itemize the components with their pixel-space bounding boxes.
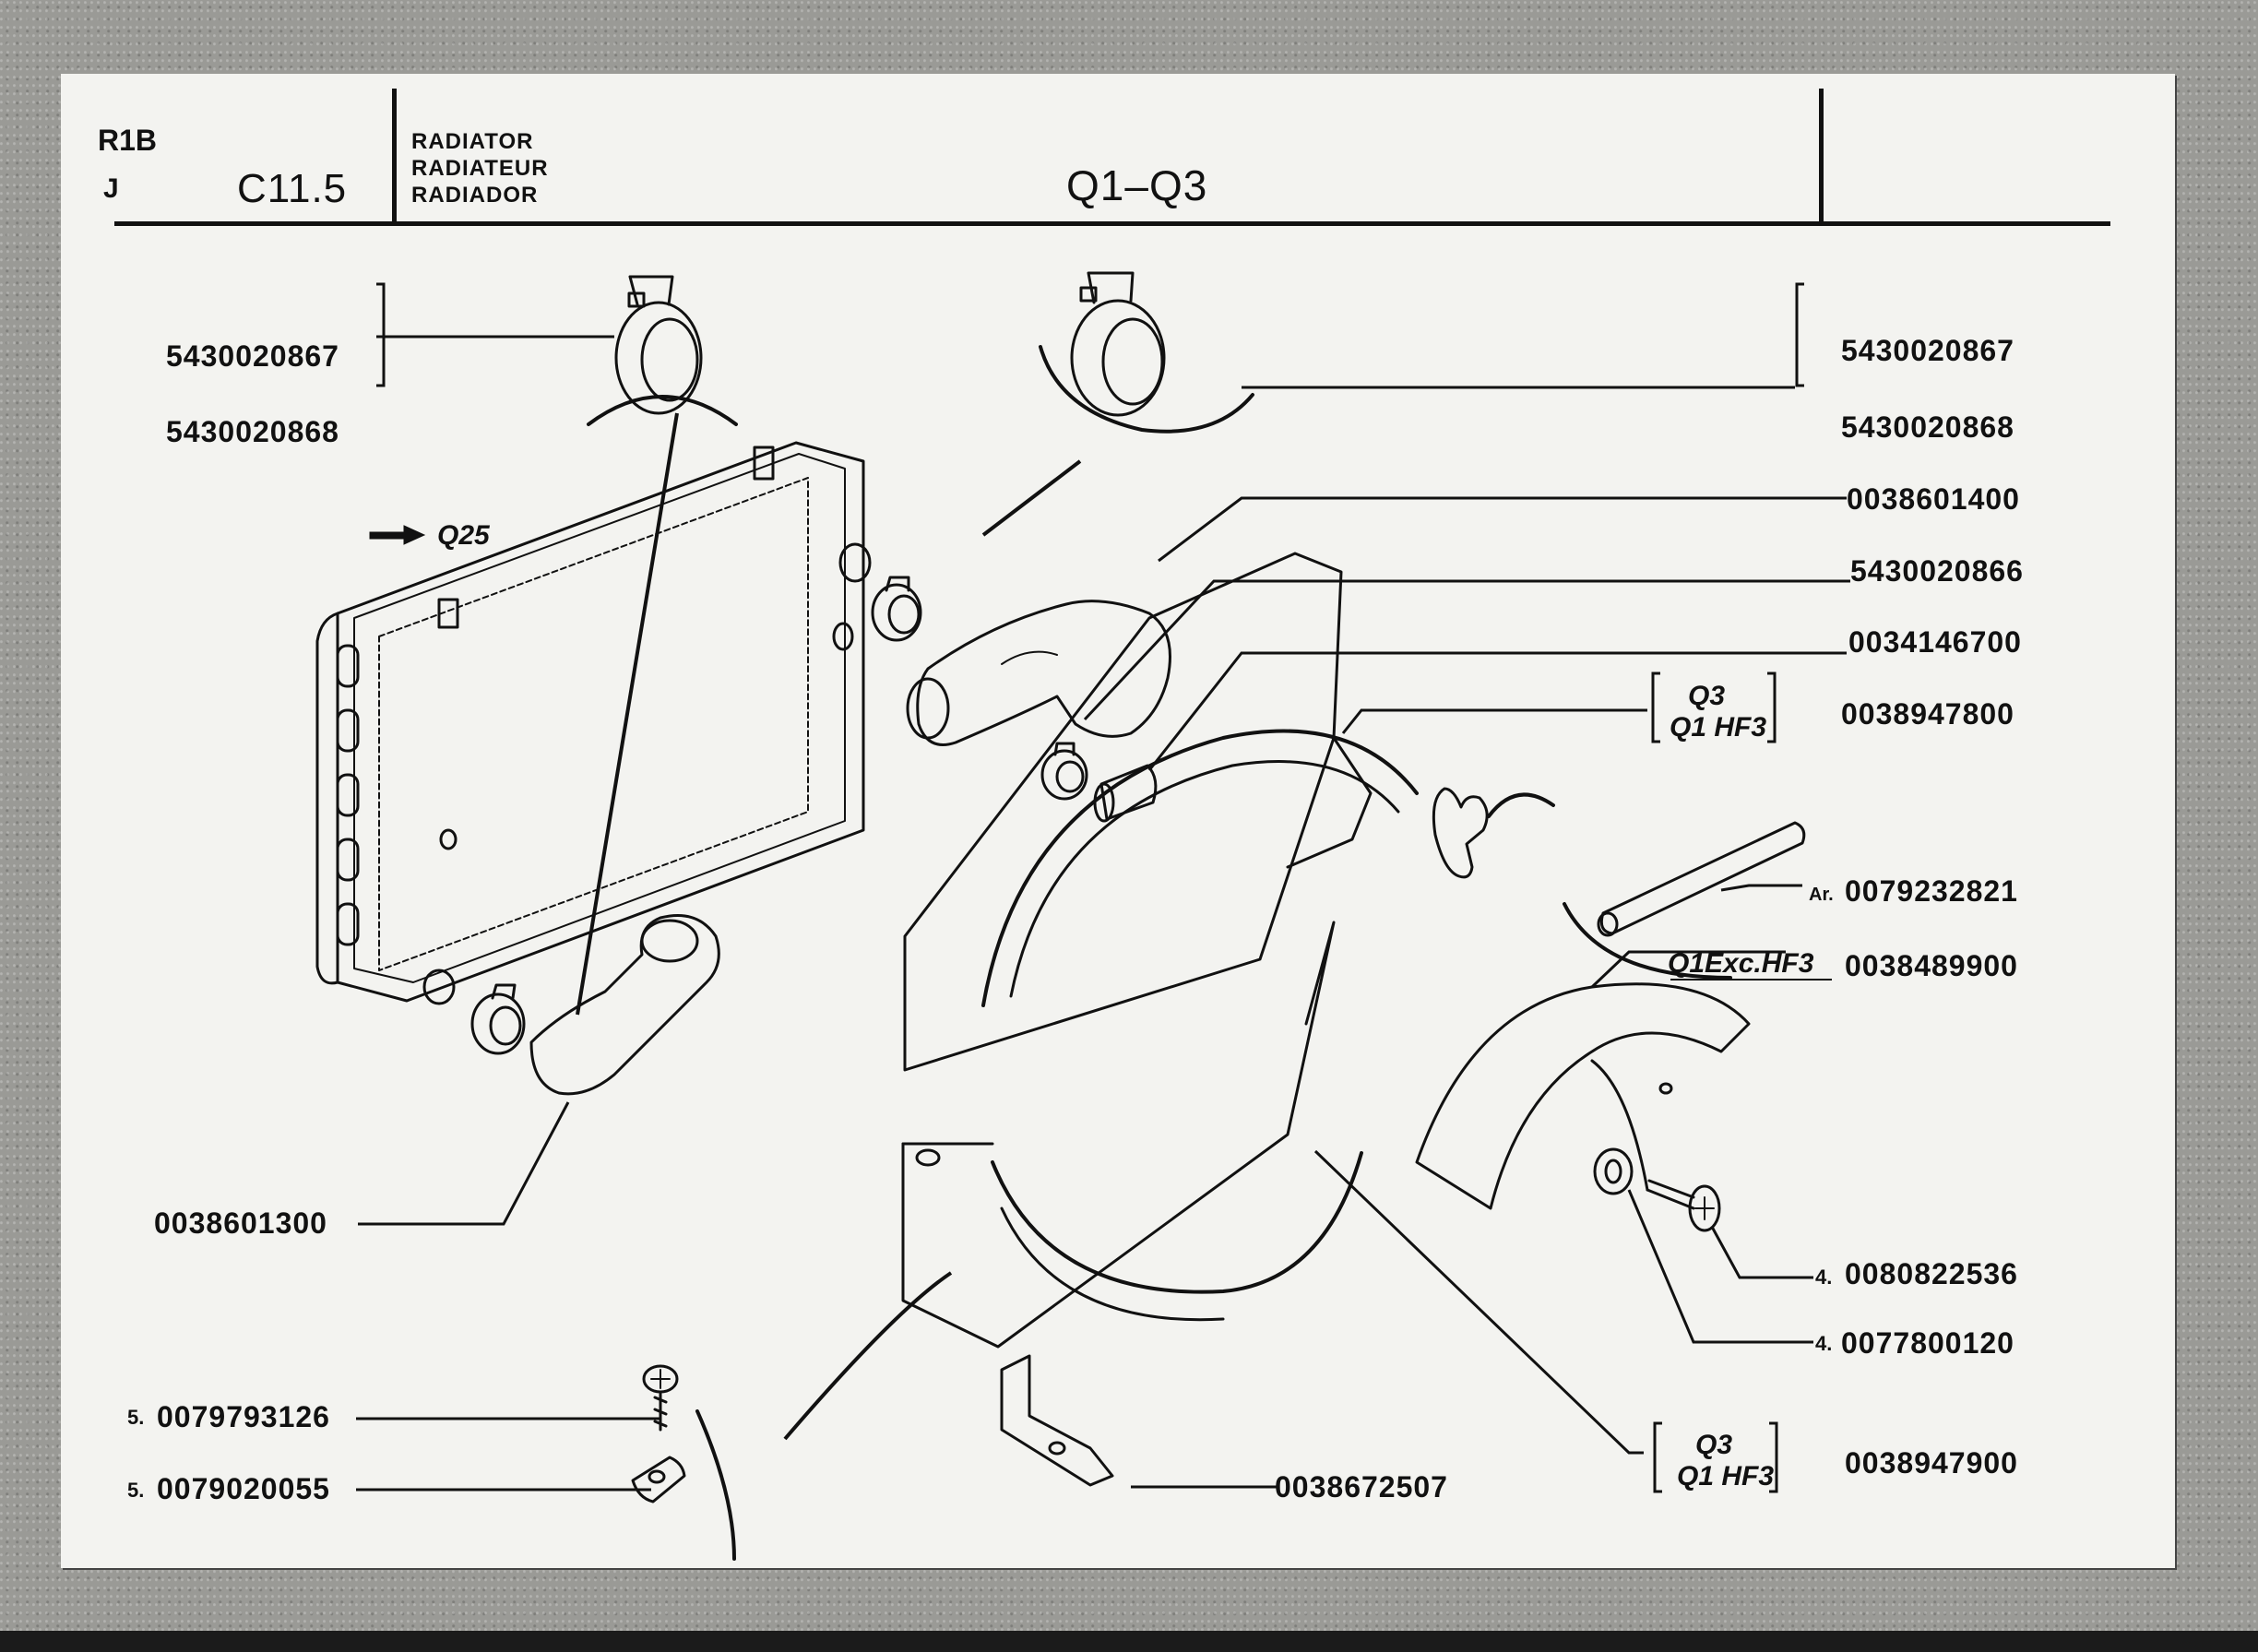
section-number: C11.5 [237, 166, 348, 211]
part-number: 0038601400 [1847, 482, 2020, 516]
reference-label: Q25 [437, 520, 490, 551]
hose-clamp-upper-left [587, 275, 738, 426]
part-number: 0038489900 [1845, 949, 2018, 982]
washer [1593, 1147, 1634, 1195]
applicability-line: Q1 HF3 [1677, 1461, 1775, 1492]
exploded-view-drawing [315, 271, 1850, 1561]
applicability-bracket-left-2 [1653, 1421, 1662, 1493]
lower-radiator-hose [529, 914, 720, 1096]
quantity: 5. [127, 1406, 145, 1429]
hose-clamp-small-upper [871, 576, 922, 642]
fan-shroud-upper [903, 552, 1419, 1072]
leader-5430020866 [1083, 579, 1850, 721]
part-number: 0038601300 [154, 1206, 327, 1240]
group-code: Q1–Q3 [1066, 161, 1208, 209]
leader-screw-shroud [783, 1271, 953, 1441]
hose-clamp-upper-right [1039, 271, 1254, 434]
screw [1646, 1179, 1721, 1232]
applicability-line: Q3 [1695, 1430, 1733, 1460]
quantity: 4. [1815, 1266, 1833, 1289]
leader-0034146700 [1147, 651, 1847, 771]
reference-arrow [369, 525, 426, 545]
part-number: 0038947900 [1845, 1446, 2018, 1480]
part-number: 0038672507 [1275, 1470, 1448, 1503]
edge-seal-strip [1597, 821, 1806, 937]
detail-arc-lower-left [695, 1409, 736, 1561]
mounting-bracket [1000, 1354, 1114, 1487]
part-number: 5430020868 [1841, 410, 2014, 444]
bracket-clamp-ur [1795, 282, 1804, 387]
tapping-screw [642, 1364, 679, 1432]
hose-clamp-small-lower [1040, 742, 1088, 801]
title-spanish: RADIADOR [411, 183, 539, 208]
title-french: RADIATEUR [411, 156, 549, 181]
model-code: R1B [98, 124, 158, 157]
leader-0038947900 [1313, 1149, 1644, 1455]
part-number: 5430020866 [1850, 554, 2024, 588]
upper-radiator-hose [906, 600, 1171, 746]
leader-0077800120 [1627, 1189, 1813, 1344]
header-rule [114, 221, 2110, 226]
leader-0079232821 [1720, 884, 1802, 892]
leader-clamp-chain-right [981, 459, 1082, 537]
leader-0038489900 [1590, 950, 1786, 989]
header-divider-left [392, 89, 397, 225]
quantity: 5. [127, 1479, 145, 1502]
applicability-line: Q1 HF3 [1670, 712, 1767, 743]
leader-0080822536 [1710, 1226, 1813, 1279]
part-number: 0079020055 [157, 1472, 330, 1505]
part-number: 0080822536 [1845, 1257, 2018, 1290]
part-number: 0034146700 [1848, 625, 2022, 659]
applicability-line: Q1Exc.HF3 [1668, 948, 1814, 979]
applicability-bracket-right-1 [1767, 671, 1777, 743]
leader-0038601300 [358, 1101, 570, 1226]
part-number: 5430020868 [166, 415, 339, 448]
detail-arc-seal [1563, 902, 1732, 980]
quantity: Ar. [1809, 885, 1834, 905]
part-number: 0077800120 [1841, 1326, 2014, 1360]
part-number: 5430020867 [1841, 334, 2014, 367]
quantity: 4. [1815, 1332, 1833, 1355]
part-number: 5430020867 [166, 339, 339, 373]
catalog-sheet: R1B J C11.5 RADIATOR RADIATEUR RADIADOR … [61, 74, 2175, 1568]
part-number: 0079232821 [1845, 874, 2018, 908]
title-english: RADIATOR [411, 129, 534, 154]
scan-edge [0, 1631, 2258, 1652]
applicability-bracket-right-2 [1769, 1421, 1778, 1493]
applicability-bracket-left-1 [1651, 671, 1660, 743]
header-divider-right [1819, 89, 1824, 225]
part-number: 0079793126 [157, 1400, 330, 1433]
part-number: 0038947800 [1841, 697, 2014, 731]
edge-seal-profile [1432, 787, 1555, 879]
radiator-core [315, 441, 872, 1005]
model-subcode: J [103, 173, 119, 204]
shroud-segment [1415, 982, 1751, 1210]
hose-clamp-lower-left [470, 983, 526, 1055]
clip-nut [631, 1456, 686, 1503]
fan-shroud-lower [901, 921, 1363, 1349]
leader-0038947800 [1341, 708, 1647, 734]
leader-0038601400 [1158, 496, 1847, 563]
leader-clamp-chain-left [576, 412, 679, 1016]
applicability-line: Q3 [1688, 681, 1726, 711]
bracket-clamp-ul [376, 282, 386, 387]
